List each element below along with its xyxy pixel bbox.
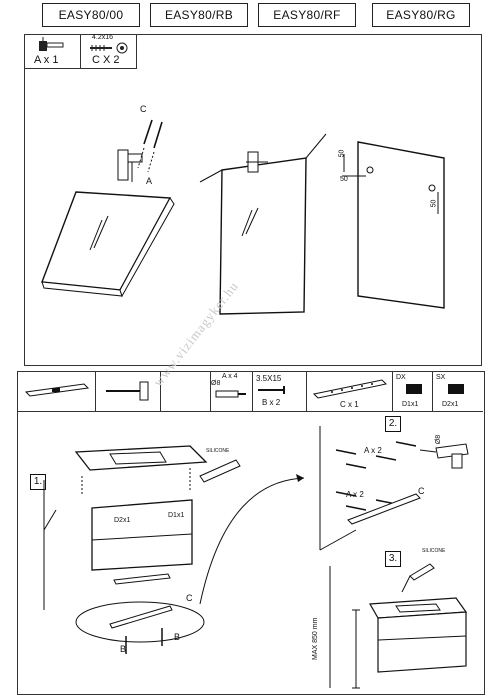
bottom-parts-strip bbox=[17, 371, 483, 412]
bracket-a-icon bbox=[39, 37, 64, 51]
model-easy80-00: EASY80/00 bbox=[42, 3, 140, 27]
step-2-wall-diagram bbox=[319, 426, 469, 551]
bracket-d2-icon bbox=[448, 384, 464, 394]
step-1-box: 1. bbox=[30, 474, 46, 490]
screw-c-icon bbox=[90, 42, 128, 54]
mirror-hanging-diagram bbox=[199, 133, 327, 315]
callout-c-step2: C bbox=[418, 486, 425, 496]
step-2-box: 2. bbox=[385, 416, 401, 432]
b-spec-label: 3.5X15 bbox=[256, 374, 282, 383]
spirit-level-icon bbox=[24, 383, 90, 397]
b-qty-label: B x 2 bbox=[262, 398, 281, 407]
a-x1-label: A x 1 bbox=[34, 54, 59, 66]
callout-b-2: B bbox=[174, 632, 181, 642]
a-spec-label: Ø8 bbox=[211, 380, 221, 387]
mirror-flat-diagram bbox=[41, 119, 175, 298]
model-easy80-rf: EASY80/RF bbox=[258, 3, 356, 27]
parts-divider-4 bbox=[252, 371, 253, 411]
hex-key-icon bbox=[106, 381, 149, 401]
top-parts-strip bbox=[24, 34, 137, 69]
dim-50-top: 50 bbox=[338, 149, 346, 158]
ax2-bottom-label: A x 2 bbox=[346, 490, 364, 499]
top-parts-divider bbox=[80, 34, 81, 68]
model-easy80-rb: EASY80/RB bbox=[150, 3, 248, 27]
parts-divider-1 bbox=[95, 371, 96, 411]
callout-c-top: C bbox=[140, 104, 147, 114]
c-qty-label: C x 1 bbox=[340, 400, 359, 409]
c-spec-label: 4.2x16 bbox=[92, 34, 114, 41]
a-qty-label: A x 4 bbox=[222, 373, 238, 380]
d1-label: D1x1 bbox=[402, 401, 419, 408]
callout-b-1: B bbox=[120, 644, 127, 654]
c-x2-label: C X 2 bbox=[92, 54, 120, 66]
step-1-cabinet-diagram bbox=[43, 445, 241, 654]
step-3-install-diagram bbox=[329, 563, 468, 689]
model-easy80-rg: EASY80/RG bbox=[372, 3, 470, 27]
callout-a-top: A bbox=[146, 176, 153, 186]
dim-50-bottom: 50 bbox=[430, 199, 438, 208]
silicone-label-2: SILICONE bbox=[422, 548, 446, 554]
d2x1-label-step1: D2x1 bbox=[114, 517, 131, 524]
dia8-label: Ø8 bbox=[435, 434, 443, 445]
parts-divider-3 bbox=[210, 371, 211, 411]
parts-divider-6 bbox=[392, 371, 393, 411]
dim-50-left: 50 bbox=[340, 176, 348, 183]
parts-divider-5 bbox=[306, 371, 307, 411]
callout-c-step1: C bbox=[186, 593, 193, 603]
sx-label: SX bbox=[436, 374, 446, 381]
mirror-dimension-diagram bbox=[342, 141, 445, 309]
rail-c-icon bbox=[312, 379, 388, 399]
wall-plug-icon bbox=[215, 390, 246, 398]
parts-divider-2 bbox=[160, 371, 161, 411]
silicone-label-1: SILICONE bbox=[206, 448, 230, 454]
d2-label: D2x1 bbox=[442, 401, 459, 408]
bracket-d1-icon bbox=[406, 384, 422, 394]
d1x1-label-step1: D1x1 bbox=[168, 512, 185, 519]
parts-divider-7 bbox=[432, 371, 433, 411]
ax2-top-label: A x 2 bbox=[364, 446, 382, 455]
max-height-label: MAX 850 mm bbox=[312, 617, 319, 660]
step-3-box: 3. bbox=[385, 551, 401, 567]
screw-b-icon bbox=[258, 386, 285, 394]
dx-label: DX bbox=[396, 374, 406, 381]
flow-arrow bbox=[199, 474, 305, 605]
